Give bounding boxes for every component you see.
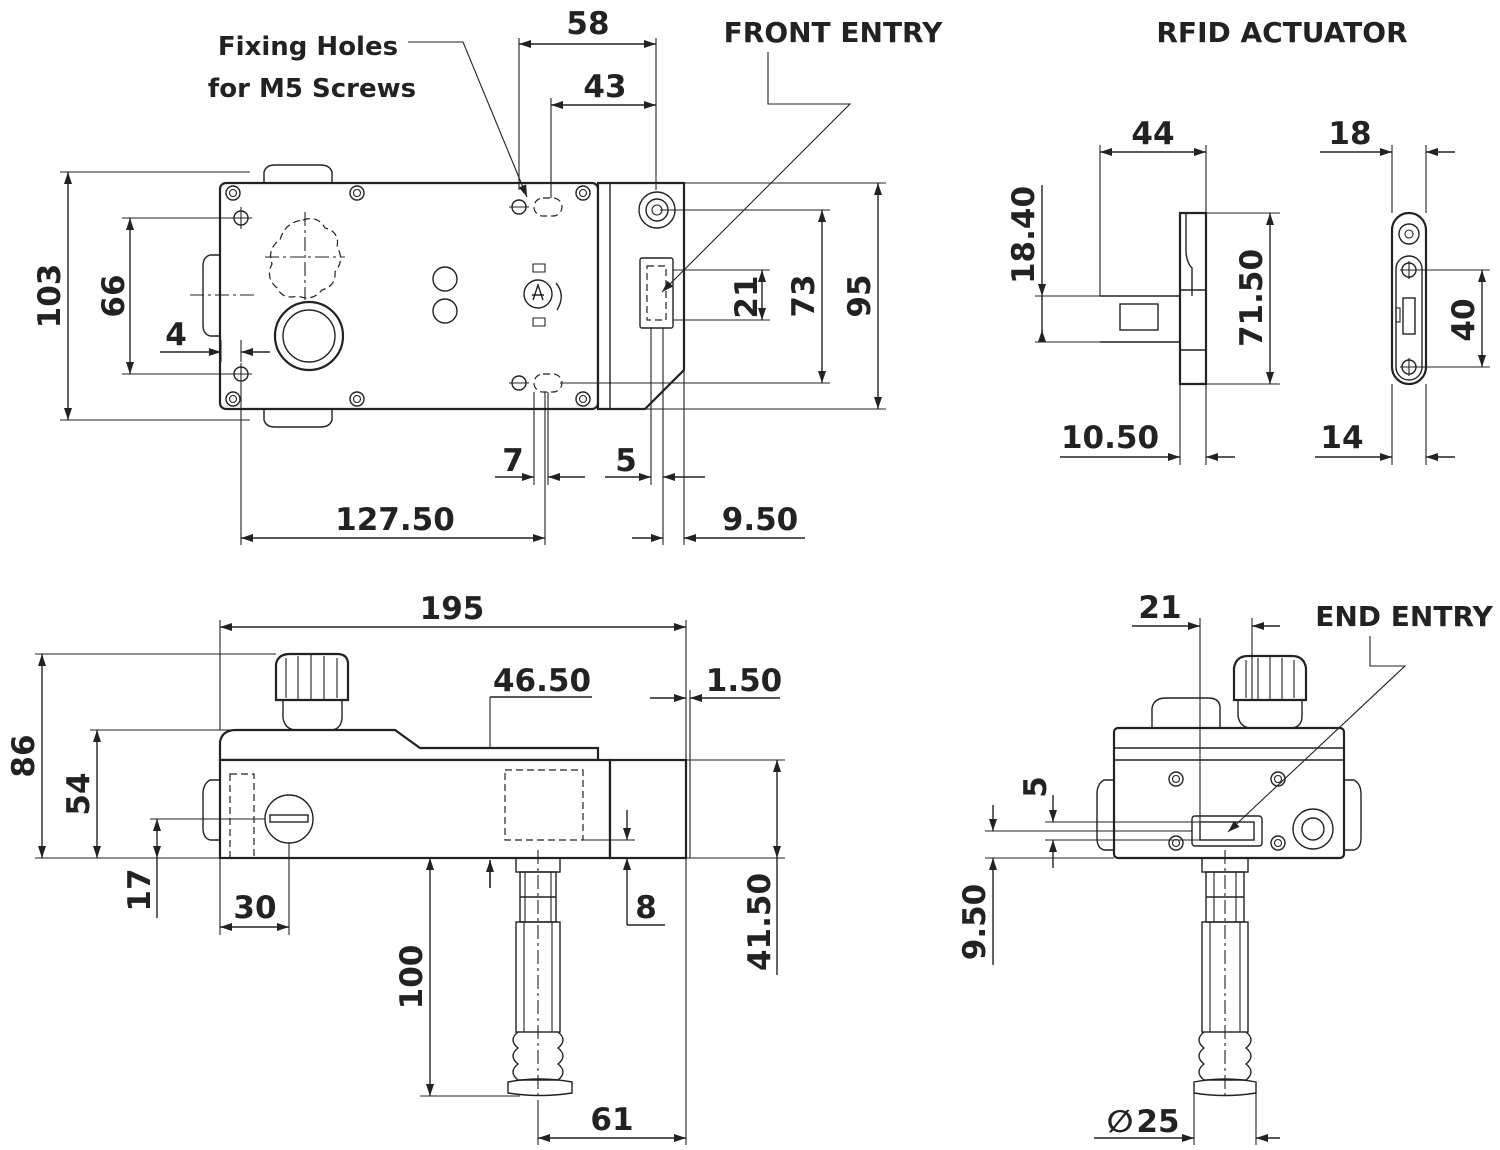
dim-86: 86 [6, 734, 42, 777]
dim-1-50: 1.50 [706, 663, 783, 699]
dim-195: 195 [420, 591, 485, 627]
dim-18-40: 18.40 [1006, 186, 1042, 284]
dim-5: 5 [615, 443, 637, 479]
side-view: 195 46.50 1.50 86 54 17 30 [6, 591, 785, 1145]
dim-46-50: 46.50 [493, 663, 591, 699]
dim-5-end: 5 [1018, 776, 1054, 798]
dim-71-50: 71.50 [1234, 249, 1270, 347]
dim-9-50: 9.50 [722, 502, 799, 538]
end-entry-label: END ENTRY [1315, 600, 1493, 633]
dim-7: 7 [502, 443, 524, 479]
dim-58: 58 [566, 6, 609, 42]
dim-30: 30 [233, 890, 276, 926]
dim-18: 18 [1328, 116, 1371, 152]
key-release [523, 279, 553, 309]
head-side [608, 758, 688, 860]
actuator-side-body [1178, 211, 1208, 386]
top-gland [263, 164, 333, 183]
dim-100: 100 [394, 945, 430, 1010]
actuator-bolt [507, 857, 573, 1097]
dim-73: 73 [786, 274, 822, 317]
dim-66: 66 [96, 274, 132, 317]
dim-25: 25 [1136, 1104, 1179, 1140]
dim-17: 17 [122, 868, 158, 911]
end-button [1151, 697, 1221, 728]
fixing-holes-label: Fixing Holes [218, 32, 398, 62]
led-indicator [432, 298, 458, 324]
dim-40: 40 [1446, 298, 1482, 341]
dim-127-50: 127.50 [335, 502, 455, 538]
dim-54: 54 [61, 772, 97, 815]
rfid-actuator-views: RFID ACTUATOR 44 18 18.40 [1006, 16, 1490, 465]
fixing-holes-label-line2: for M5 Screws [208, 74, 416, 104]
push-button [273, 300, 345, 372]
front-entry-label: FRONT ENTRY [724, 16, 943, 49]
dim-14: 14 [1320, 420, 1363, 456]
dim-9-50-end: 9.50 [957, 884, 993, 961]
dim-21-end: 21 [1138, 590, 1181, 626]
bottom-gland [263, 409, 333, 428]
dim-44: 44 [1131, 116, 1174, 152]
end-view: 21 5 9.50 ∅ 25 END ENTRY [957, 590, 1493, 1145]
housing-side [218, 758, 612, 860]
actuator-entry [639, 257, 674, 329]
dim-41-50: 41.50 [742, 873, 778, 971]
dim-95: 95 [842, 274, 878, 317]
corner-screws [225, 185, 591, 407]
dim-43: 43 [583, 69, 626, 105]
housing-top [218, 728, 600, 762]
dim-103: 103 [32, 264, 68, 329]
front-view: 58 43 103 66 4 21 73 95 [32, 6, 943, 545]
dim-8: 8 [635, 890, 657, 926]
dim-61: 61 [590, 1102, 633, 1138]
dim-10-50: 10.50 [1061, 420, 1159, 456]
end-gland-screw [1292, 808, 1334, 850]
rfid-actuator-label: RFID ACTUATOR [1156, 16, 1407, 49]
dim-4: 4 [165, 317, 187, 353]
emergency-stop-outline [268, 218, 342, 299]
knob [274, 652, 350, 702]
led-indicator [432, 266, 458, 292]
dim-21: 21 [729, 275, 765, 318]
diameter-symbol: ∅ [1107, 1104, 1134, 1140]
